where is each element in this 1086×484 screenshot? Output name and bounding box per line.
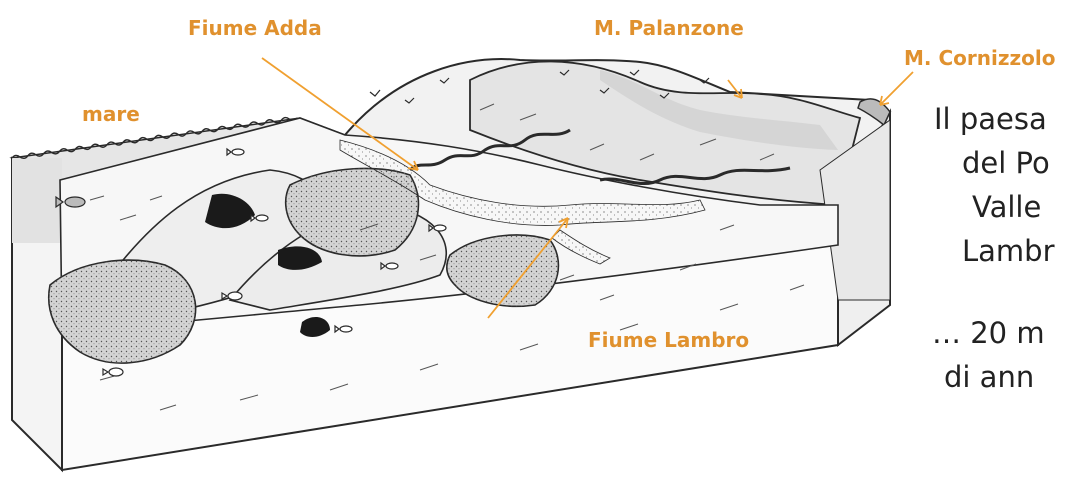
label-fiume-lambro: Fiume Lambro xyxy=(588,328,749,352)
text-line-1: Il paesa xyxy=(934,97,1047,141)
label-m-cornizzolo: M. Cornizzolo xyxy=(904,46,1055,70)
arrow-cornizzolo xyxy=(880,72,913,105)
text-line-4: Lambr xyxy=(962,229,1055,273)
text-line-6: di ann xyxy=(944,355,1034,399)
sea-side xyxy=(12,158,62,243)
label-fiume-adda: Fiume Adda xyxy=(188,16,322,40)
text-line-3: Valle xyxy=(972,185,1041,229)
label-m-palanzone: M. Palanzone xyxy=(594,16,744,40)
label-mare: mare xyxy=(82,102,140,126)
text-line-2: del Po xyxy=(962,141,1050,185)
text-line-5: … 20 m xyxy=(932,311,1045,355)
